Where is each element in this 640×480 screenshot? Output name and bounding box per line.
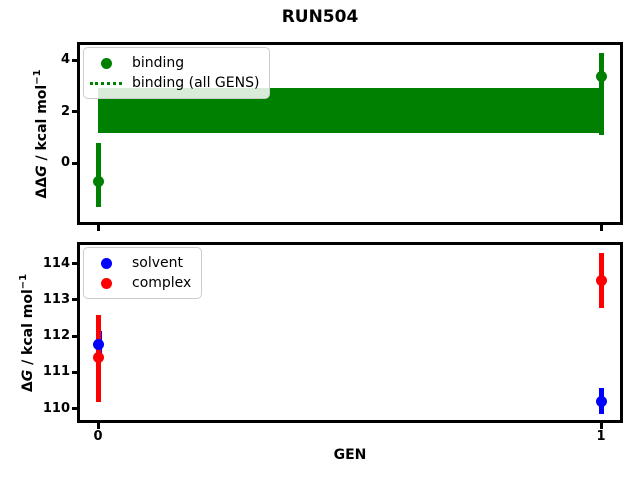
y-tick-label: 112 — [42, 328, 70, 344]
legend-entry: complex — [84, 273, 191, 293]
legend-entry: binding (all GENS) — [84, 73, 259, 93]
x-tick-label: 1 — [596, 429, 606, 444]
legend-label: complex — [132, 275, 192, 291]
data-point-binding — [595, 71, 607, 83]
y-tick — [72, 262, 77, 266]
complex-marker-icon — [100, 277, 112, 289]
y-tick-label: 114 — [42, 255, 70, 271]
y-tick-label: 2 — [60, 103, 70, 119]
legend-swatch — [84, 81, 128, 85]
y-tick-label: 113 — [42, 291, 70, 307]
y-tick — [72, 58, 77, 62]
legend-label: binding — [132, 55, 185, 71]
y-tick — [72, 110, 77, 114]
legend-entry: solvent — [84, 253, 191, 273]
legend-top: binding binding (all GENS) — [83, 47, 271, 99]
binding-marker-icon — [100, 57, 112, 69]
data-point-complex — [595, 274, 607, 286]
x-tick — [599, 225, 603, 231]
solvent-marker-icon — [100, 257, 112, 269]
axes-frame-bottom — [77, 242, 623, 423]
error-bar-binding — [598, 53, 604, 135]
y-tick — [72, 370, 77, 374]
y-axis-label-bottom: ΔG / kcal mol−1 — [18, 273, 36, 392]
y-tick — [72, 298, 77, 302]
x-tick — [96, 225, 100, 231]
x-tick — [96, 423, 100, 429]
legend-bottom: solvent complex — [83, 247, 203, 299]
legend-label: binding (all GENS) — [132, 75, 260, 91]
figure-title: RUN504 — [281, 7, 359, 27]
error-bar-binding — [95, 142, 101, 207]
y-tick — [72, 161, 77, 165]
x-tick — [599, 423, 603, 429]
x-axis-label: GEN — [333, 447, 367, 463]
y-axis-label-top: ΔΔG / kcal mol−1 — [32, 68, 50, 199]
y-tick-label: 111 — [42, 364, 70, 380]
y-tick-label: 4 — [60, 52, 70, 68]
legend-swatch — [84, 57, 128, 69]
data-point-solvent — [92, 338, 104, 350]
y-tick-label: 110 — [42, 400, 70, 416]
y-tick-label: 0 — [60, 155, 70, 171]
y-tick — [72, 407, 77, 411]
data-point-complex — [92, 352, 104, 364]
legend-entry: binding — [84, 53, 259, 73]
legend-label: solvent — [132, 255, 184, 271]
x-tick-label: 0 — [93, 429, 103, 444]
data-point-solvent — [595, 395, 607, 407]
axes-frame-top — [77, 42, 623, 225]
y-tick — [72, 334, 77, 338]
dotted-line-icon — [90, 81, 122, 85]
legend-swatch — [84, 257, 128, 269]
data-point-binding — [92, 175, 104, 187]
legend-swatch — [84, 277, 128, 289]
